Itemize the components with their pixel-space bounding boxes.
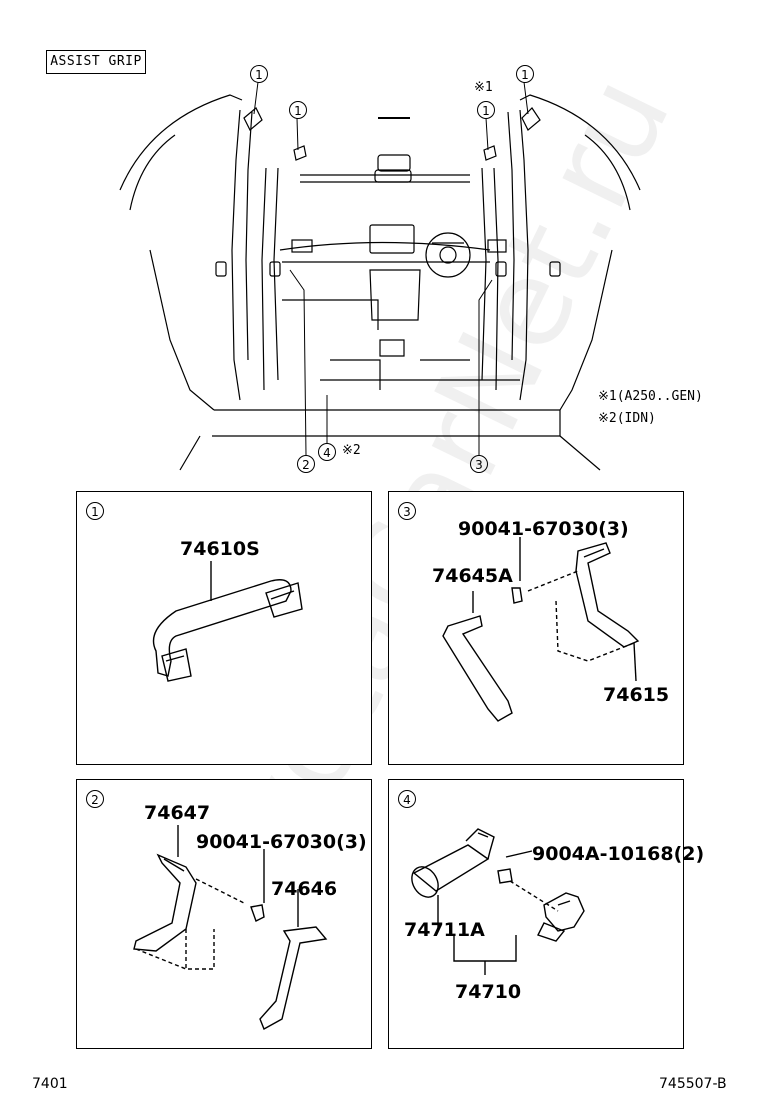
callout-1-right-outer: 1 bbox=[516, 65, 534, 83]
part-74710-label: 74710 bbox=[455, 981, 522, 1003]
callout-1-left-inner: 1 bbox=[289, 101, 307, 119]
callout-3: 3 bbox=[470, 455, 488, 473]
note-1: ※1(A250..GEN) bbox=[598, 389, 703, 404]
panel-3-drawing bbox=[442, 537, 640, 722]
part-90041-67030-label-panel2: 90041-67030(3) bbox=[196, 831, 367, 853]
note-2: ※2(IDN) bbox=[598, 411, 656, 426]
panel-4-drawing bbox=[411, 828, 585, 975]
interior-overview-drawing bbox=[119, 81, 641, 471]
note-marker-1: ※1 bbox=[474, 80, 493, 95]
part-74646-label: 74646 bbox=[271, 878, 338, 900]
part-74615-label: 74615 bbox=[603, 684, 670, 706]
panel-3-callout: 3 bbox=[398, 502, 416, 520]
footer-right-code: 745507-B bbox=[659, 1076, 727, 1092]
part-74645A-label: 74645A bbox=[432, 565, 513, 587]
callout-4: 4 bbox=[318, 443, 336, 461]
part-74711A-label: 74711A bbox=[404, 919, 485, 941]
panel-1 bbox=[76, 491, 372, 765]
panel-1-callout: 1 bbox=[86, 502, 104, 520]
part-74610S-label: 74610S bbox=[180, 538, 260, 560]
footer-left-code: 7401 bbox=[32, 1076, 68, 1092]
panel-4-callout: 4 bbox=[398, 790, 416, 808]
callout-1-right-inner: 1 bbox=[477, 101, 495, 119]
callout-2: 2 bbox=[297, 455, 315, 473]
assist-grip-drawing bbox=[152, 561, 303, 682]
part-90041-67030-label-panel3: 90041-67030(3) bbox=[458, 518, 629, 540]
panel-3 bbox=[388, 491, 684, 765]
callout-4-note: ※2 bbox=[342, 443, 361, 458]
part-74647-label: 74647 bbox=[144, 802, 211, 824]
panel-2 bbox=[76, 779, 372, 1049]
part-9004A-10168-label: 9004A-10168(2) bbox=[532, 843, 705, 865]
callout-1-left-outer: 1 bbox=[250, 65, 268, 83]
panel-2-drawing bbox=[133, 825, 328, 1030]
diagram-title: ASSIST GRIP bbox=[46, 50, 146, 74]
panel-2-callout: 2 bbox=[86, 790, 104, 808]
